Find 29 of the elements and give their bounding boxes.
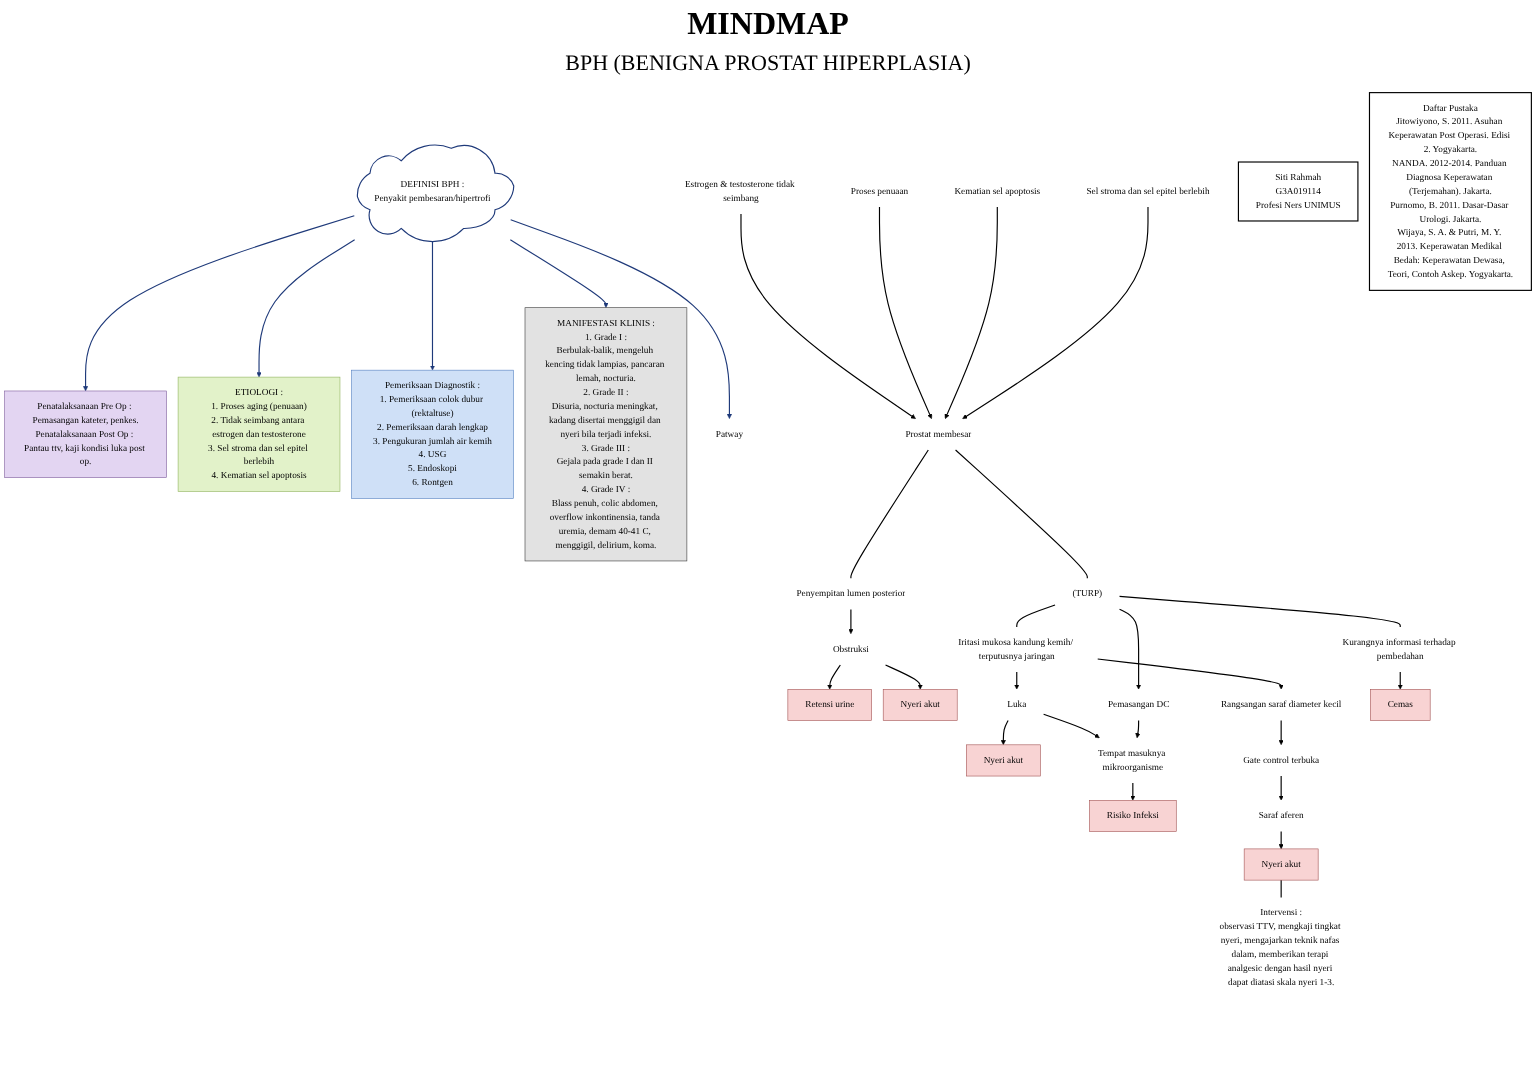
arrow (1014, 671, 1020, 690)
connector (1118, 595, 1401, 628)
arrow (878, 206, 933, 419)
arrow (740, 213, 916, 419)
arrow (1043, 713, 1100, 739)
arrow (962, 206, 1149, 419)
arrow (848, 608, 854, 635)
arrow (1278, 830, 1284, 850)
arrow (1397, 671, 1403, 690)
arrow (1278, 719, 1284, 746)
arrow (83, 215, 355, 392)
connector (850, 449, 929, 579)
arrow (884, 664, 923, 690)
connector (1016, 604, 1056, 628)
arrow (1000, 719, 1009, 746)
arrow (827, 664, 841, 690)
arrow (1097, 658, 1284, 690)
arrow (944, 206, 998, 419)
arrow (1130, 782, 1136, 801)
title: MINDMAP (687, 8, 849, 44)
arrow (1278, 775, 1284, 801)
arrow (1135, 719, 1141, 739)
arrow (256, 239, 356, 378)
arrow (510, 219, 732, 419)
arrow (1118, 608, 1142, 690)
subtitle: BPH (BENIGNA PROSTAT HIPERPLASIA) (565, 52, 971, 76)
arrow (429, 239, 436, 371)
arrow (509, 239, 609, 308)
connector (955, 449, 1088, 579)
